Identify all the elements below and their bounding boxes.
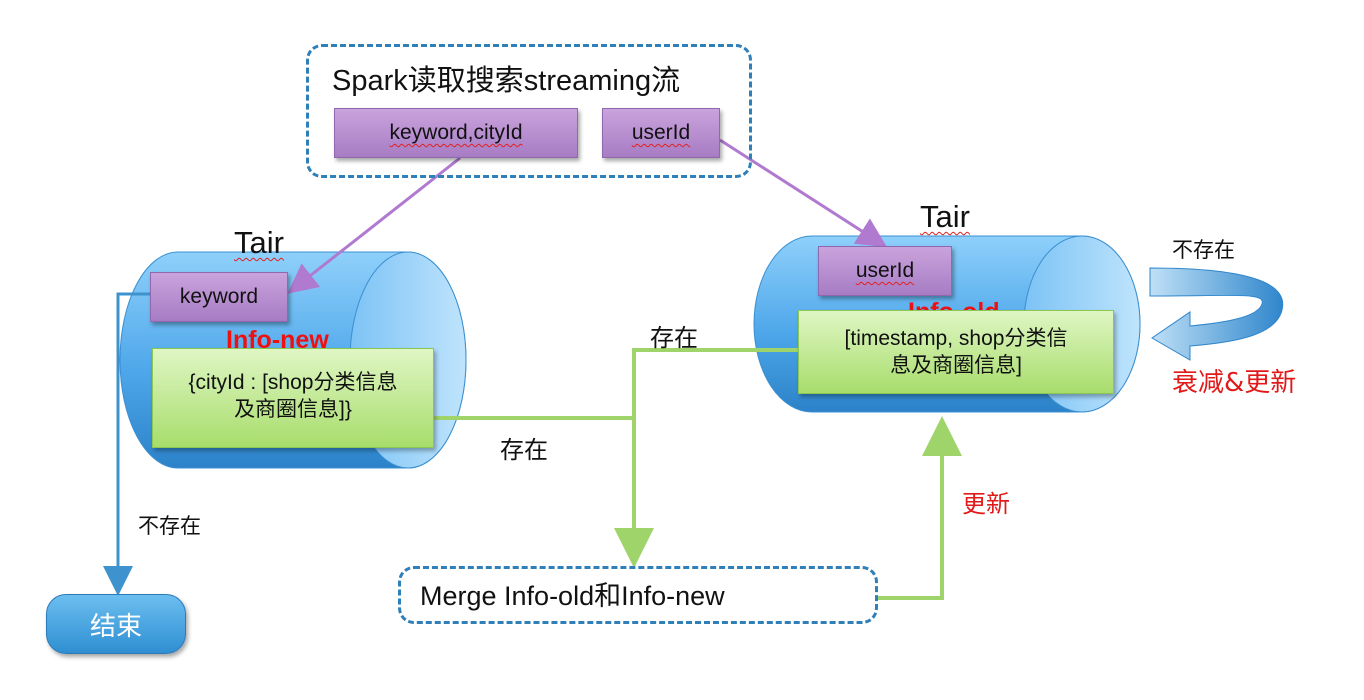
info-old-value: [timestamp, shop分类信 息及商圈信息] <box>798 310 1114 394</box>
decay-loop-arrow <box>1149 267 1284 361</box>
stream-container <box>306 44 752 178</box>
field-keyword-cityid-label: keyword,cityId <box>389 121 523 144</box>
arrow-not-exist-to-end <box>103 292 150 596</box>
field-userid-label: userId <box>631 121 691 144</box>
info-old-line2: 息及商圈信息] <box>890 354 1022 378</box>
arrow-keyword-to-left-store <box>287 156 461 294</box>
end-node: 结束 <box>46 594 186 654</box>
stream-title: Spark读取搜索streaming流 <box>332 65 681 97</box>
right-store-label: Tair <box>920 199 970 234</box>
edge-label-left-not-exist: 不存在 <box>138 514 201 538</box>
end-node-label: 结束 <box>89 611 142 642</box>
left-store-label: Tair <box>234 225 284 260</box>
edge-label-update: 更新 <box>962 490 1010 518</box>
edge-label-right-not-exist: 不存在 <box>1172 238 1235 262</box>
edge-label-right-exist: 存在 <box>650 324 698 352</box>
info-new-line2: 及商圈信息]} <box>234 398 352 422</box>
right-store-key-label: userId <box>855 259 915 282</box>
field-keyword-cityid: keyword,cityId <box>334 108 578 158</box>
arrow-merge-to-info-old <box>878 416 962 600</box>
arrow-userid-to-right-store <box>719 138 888 248</box>
info-new-value: {cityId : [shop分类信息 及商圈信息]} <box>152 348 434 448</box>
right-store-key: userId <box>818 246 952 296</box>
line-info-old-to-merge <box>614 348 798 568</box>
info-old-line1: [timestamp, shop分类信 <box>844 327 1068 350</box>
left-store-key: keyword <box>150 272 288 322</box>
edge-label-decay-update: 衰减&更新 <box>1172 368 1297 398</box>
info-new-line1: {cityId : [shop分类信息 <box>188 371 398 394</box>
edge-label-left-exist: 存在 <box>500 436 548 464</box>
merge-box-label: Merge Info-old和Info-new <box>420 581 725 611</box>
merge-box <box>398 566 878 624</box>
field-userid: userId <box>602 108 720 158</box>
left-store-key-label: keyword <box>179 285 259 308</box>
